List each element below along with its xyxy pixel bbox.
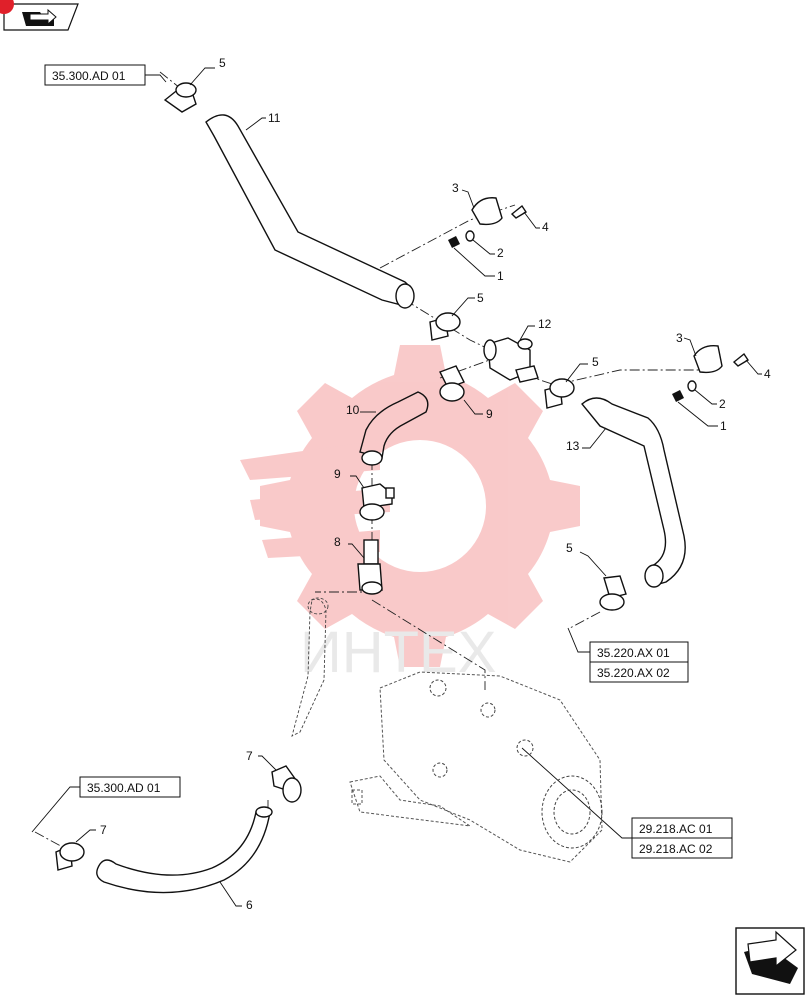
callout-5: 5 — [566, 541, 573, 555]
callout-7: 7 — [100, 823, 107, 837]
ref-label: 35.300.AD 01 — [87, 781, 161, 795]
bracket-part-3-upper[interactable] — [471, 197, 503, 226]
elbow-fitting-part-8[interactable] — [357, 539, 383, 595]
callout-5: 5 — [592, 355, 599, 369]
callout-8: 8 — [334, 535, 341, 549]
callout-9: 9 — [486, 407, 493, 421]
callout-9: 9 — [334, 467, 341, 481]
callout-7: 7 — [246, 749, 253, 763]
callout-10: 10 — [346, 403, 360, 417]
callout-3: 3 — [676, 331, 683, 345]
clamp-part-7-lower[interactable] — [55, 842, 85, 871]
callout-6: 6 — [246, 898, 253, 912]
ref-label: 35.300.AD 01 — [52, 69, 126, 83]
watermark: ИНТЕХ — [240, 345, 580, 685]
clamp-part-5-lower[interactable] — [599, 575, 627, 611]
hose-part-6[interactable] — [96, 806, 273, 894]
book-arrow-icon[interactable] — [0, 0, 79, 31]
clamp-part-7-upper[interactable] — [271, 765, 302, 803]
ref-label: 35.220.AX 01 — [597, 646, 670, 660]
ref-box-35300ad-top[interactable]: 35.300.AD 01 — [44, 64, 146, 86]
callout-5: 5 — [477, 291, 484, 305]
callout-3: 3 — [452, 181, 459, 195]
ghost-hose-outline — [291, 597, 329, 737]
nut-part-1-right[interactable] — [672, 390, 684, 402]
clamp-part-5-mid[interactable] — [429, 312, 461, 341]
clamp-part-9-mid[interactable] — [439, 365, 465, 402]
tee-fitting-part-12[interactable] — [483, 337, 539, 383]
ref-label: 35.220.AX 02 — [597, 666, 670, 680]
bracket-part-3-right[interactable] — [693, 345, 723, 374]
washer-part-2-right[interactable] — [687, 380, 697, 392]
hose-part-11[interactable] — [205, 114, 415, 309]
clamp-part-9-lower[interactable] — [359, 483, 395, 521]
callout-5: 5 — [219, 56, 226, 70]
callout-4: 4 — [764, 367, 771, 381]
watermark-gear-icon — [240, 345, 580, 667]
callout-11: 11 — [268, 111, 281, 125]
ref-box-35300ad-lower[interactable]: 35.300.AD 01 — [79, 776, 181, 798]
clamp-part-5-top[interactable] — [163, 82, 197, 113]
washer-part-2-upper[interactable] — [465, 230, 475, 242]
callout-1: 1 — [497, 269, 504, 283]
clamp-part-5-right[interactable] — [544, 378, 575, 409]
bolt-part-4-upper[interactable] — [510, 204, 527, 219]
callout-13: 13 — [566, 439, 580, 453]
callout-1: 1 — [720, 419, 727, 433]
ref-label: 29.218.AC 01 — [639, 822, 713, 836]
callout-4: 4 — [542, 220, 549, 234]
callout-2: 2 — [497, 246, 504, 260]
bolt-part-4-right[interactable] — [732, 352, 749, 367]
hydraulic-pump-assembly[interactable] — [349, 671, 603, 863]
ref-box-29218ac[interactable]: 29.218.AC 01 29.218.AC 02 — [631, 817, 733, 859]
ref-label: 29.218.AC 02 — [639, 842, 713, 856]
next-page-arrow-icon[interactable] — [735, 927, 805, 995]
ref-box-35220ax[interactable]: 35.220.AX 01 35.220.AX 02 — [589, 641, 689, 683]
hose-part-13[interactable] — [581, 397, 686, 588]
nut-part-1-upper[interactable] — [448, 236, 460, 248]
hose-part-10[interactable] — [359, 391, 429, 466]
callout-2: 2 — [719, 397, 726, 411]
callout-12: 12 — [538, 317, 552, 331]
watermark-text: ИНТЕХ — [300, 620, 496, 685]
